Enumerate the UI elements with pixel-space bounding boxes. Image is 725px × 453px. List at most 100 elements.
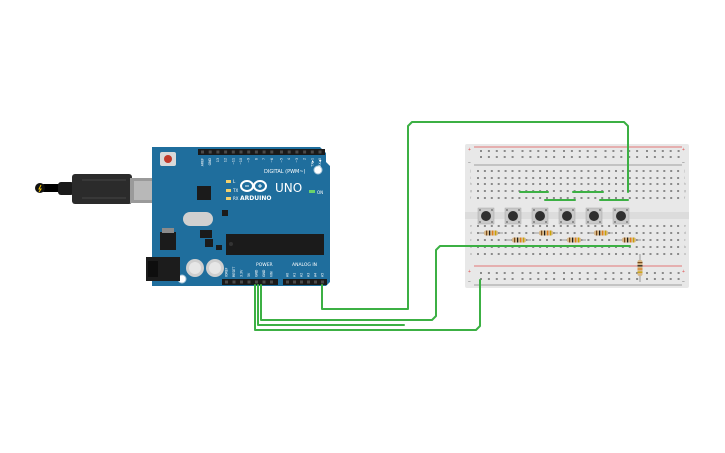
breadboard-hole[interactable] — [497, 183, 500, 185]
breadboard-hole[interactable] — [552, 253, 555, 255]
analog-pin-hole[interactable] — [286, 280, 289, 284]
breadboard-hole[interactable] — [553, 156, 556, 158]
breadboard-hole[interactable] — [503, 272, 506, 274]
breadboard-hole[interactable] — [601, 177, 604, 179]
breadboard-hole[interactable] — [529, 156, 532, 158]
breadboard-hole[interactable] — [656, 246, 659, 248]
breadboard-hole[interactable] — [636, 278, 639, 280]
breadboard-hole[interactable] — [578, 278, 581, 280]
breadboard-hole[interactable] — [518, 183, 521, 185]
digital-pin-hole[interactable] — [231, 150, 235, 154]
digital-pin-hole[interactable] — [287, 150, 291, 154]
breadboard-hole[interactable] — [511, 150, 514, 152]
breadboard-hole[interactable] — [677, 170, 680, 172]
breadboard-hole[interactable] — [525, 253, 528, 255]
breadboard-hole[interactable] — [620, 150, 623, 152]
breadboard-hole[interactable] — [608, 197, 611, 199]
breadboard-hole[interactable] — [563, 150, 565, 152]
breadboard-hole[interactable] — [649, 177, 652, 179]
breadboard-hole[interactable] — [656, 197, 659, 199]
digital-pin-hole[interactable] — [318, 150, 322, 154]
breadboard-hole[interactable] — [480, 278, 482, 280]
analog-pin-hole[interactable] — [293, 280, 296, 284]
breadboard-hole[interactable] — [553, 278, 556, 280]
resistor[interactable] — [507, 237, 531, 243]
breadboard-hole[interactable] — [518, 253, 521, 255]
breadboard-hole[interactable] — [539, 170, 542, 172]
breadboard-hole[interactable] — [601, 239, 604, 241]
breadboard-hole[interactable] — [483, 170, 486, 172]
breadboard-hole[interactable] — [628, 170, 631, 172]
wire-5v-to-rail[interactable] — [254, 279, 481, 331]
breadboard-hole[interactable] — [480, 150, 482, 152]
digital-pin-hole[interactable] — [270, 150, 274, 154]
breadboard-hole[interactable] — [677, 225, 680, 227]
breadboard-hole[interactable] — [594, 225, 597, 227]
breadboard-hole[interactable] — [483, 177, 486, 179]
arduino-uno-board[interactable]: L TX RX ON ARDUINO UNO DIGITAL (PWM~) AR… — [146, 147, 330, 286]
breadboard-hole[interactable] — [546, 197, 548, 199]
breadboard-hole[interactable] — [594, 150, 597, 152]
breadboard-hole[interactable] — [661, 272, 664, 274]
breadboard-hole[interactable] — [663, 190, 666, 192]
breadboard-hole[interactable] — [587, 232, 590, 234]
breadboard-hole[interactable] — [495, 156, 498, 158]
wire-gnd-to-bb[interactable] — [260, 245, 631, 321]
breadboard-hole[interactable] — [587, 177, 590, 179]
breadboard-hole[interactable] — [511, 156, 514, 158]
breadboard-hole[interactable] — [656, 232, 659, 234]
breadboard-hole[interactable] — [642, 177, 645, 179]
breadboard-hole[interactable] — [483, 183, 486, 185]
breadboard-hole[interactable] — [677, 156, 680, 158]
breadboard-hole[interactable] — [537, 272, 540, 274]
push-button-cap[interactable] — [562, 211, 572, 221]
breadboard-hole[interactable] — [621, 253, 624, 255]
breadboard-hole[interactable] — [580, 232, 583, 234]
breadboard-hole[interactable] — [612, 150, 615, 152]
digital-pin-hole[interactable] — [216, 150, 220, 154]
breadboard-hole[interactable] — [518, 177, 521, 179]
breadboard-hole[interactable] — [604, 150, 607, 152]
breadboard-hole[interactable] — [566, 197, 569, 199]
breadboard-hole[interactable] — [521, 272, 524, 274]
breadboard-hole[interactable] — [653, 150, 656, 152]
breadboard-hole[interactable] — [628, 150, 631, 152]
breadboard-hole[interactable] — [601, 197, 604, 199]
breadboard-hole[interactable] — [635, 197, 638, 199]
breadboard-hole[interactable] — [642, 253, 645, 255]
breadboard-hole[interactable] — [566, 190, 569, 192]
breadboard-hole[interactable] — [661, 156, 664, 158]
power-pin-hole[interactable] — [270, 280, 273, 284]
breadboard-hole[interactable] — [511, 190, 514, 192]
breadboard-hole[interactable] — [559, 170, 562, 172]
breadboard-hole[interactable] — [649, 232, 652, 234]
breadboard-hole[interactable] — [525, 232, 528, 234]
breadboard-hole[interactable] — [563, 156, 565, 158]
breadboard-hole[interactable] — [532, 183, 535, 185]
breadboard-hole[interactable] — [559, 177, 562, 179]
usb-cable[interactable] — [35, 174, 166, 204]
breadboard-hole[interactable] — [608, 177, 611, 179]
push-button[interactable] — [558, 207, 576, 225]
breadboard-hole[interactable] — [504, 239, 507, 241]
breadboard-hole[interactable] — [670, 253, 673, 255]
breadboard-hole[interactable] — [649, 246, 652, 248]
digital-pin-hole[interactable] — [201, 150, 204, 154]
breadboard-hole[interactable] — [573, 232, 576, 234]
breadboard-hole[interactable] — [480, 272, 482, 274]
breadboard-hole[interactable] — [628, 156, 631, 158]
breadboard-hole[interactable] — [677, 253, 680, 255]
breadboard-hole[interactable] — [578, 272, 581, 274]
breadboard-hole[interactable] — [521, 278, 524, 280]
breadboard-hole[interactable] — [497, 253, 500, 255]
breadboard-hole[interactable] — [670, 197, 673, 199]
breadboard-hole[interactable] — [580, 183, 583, 185]
breadboard-hole[interactable] — [620, 272, 623, 274]
breadboard-hole[interactable] — [677, 246, 680, 248]
breadboard-hole[interactable] — [490, 170, 493, 172]
breadboard-hole[interactable] — [477, 239, 479, 241]
breadboard-hole[interactable] — [628, 190, 631, 192]
breadboard-hole[interactable] — [578, 156, 581, 158]
breadboard-hole[interactable] — [497, 225, 500, 227]
breadboard-hole[interactable] — [552, 239, 555, 241]
